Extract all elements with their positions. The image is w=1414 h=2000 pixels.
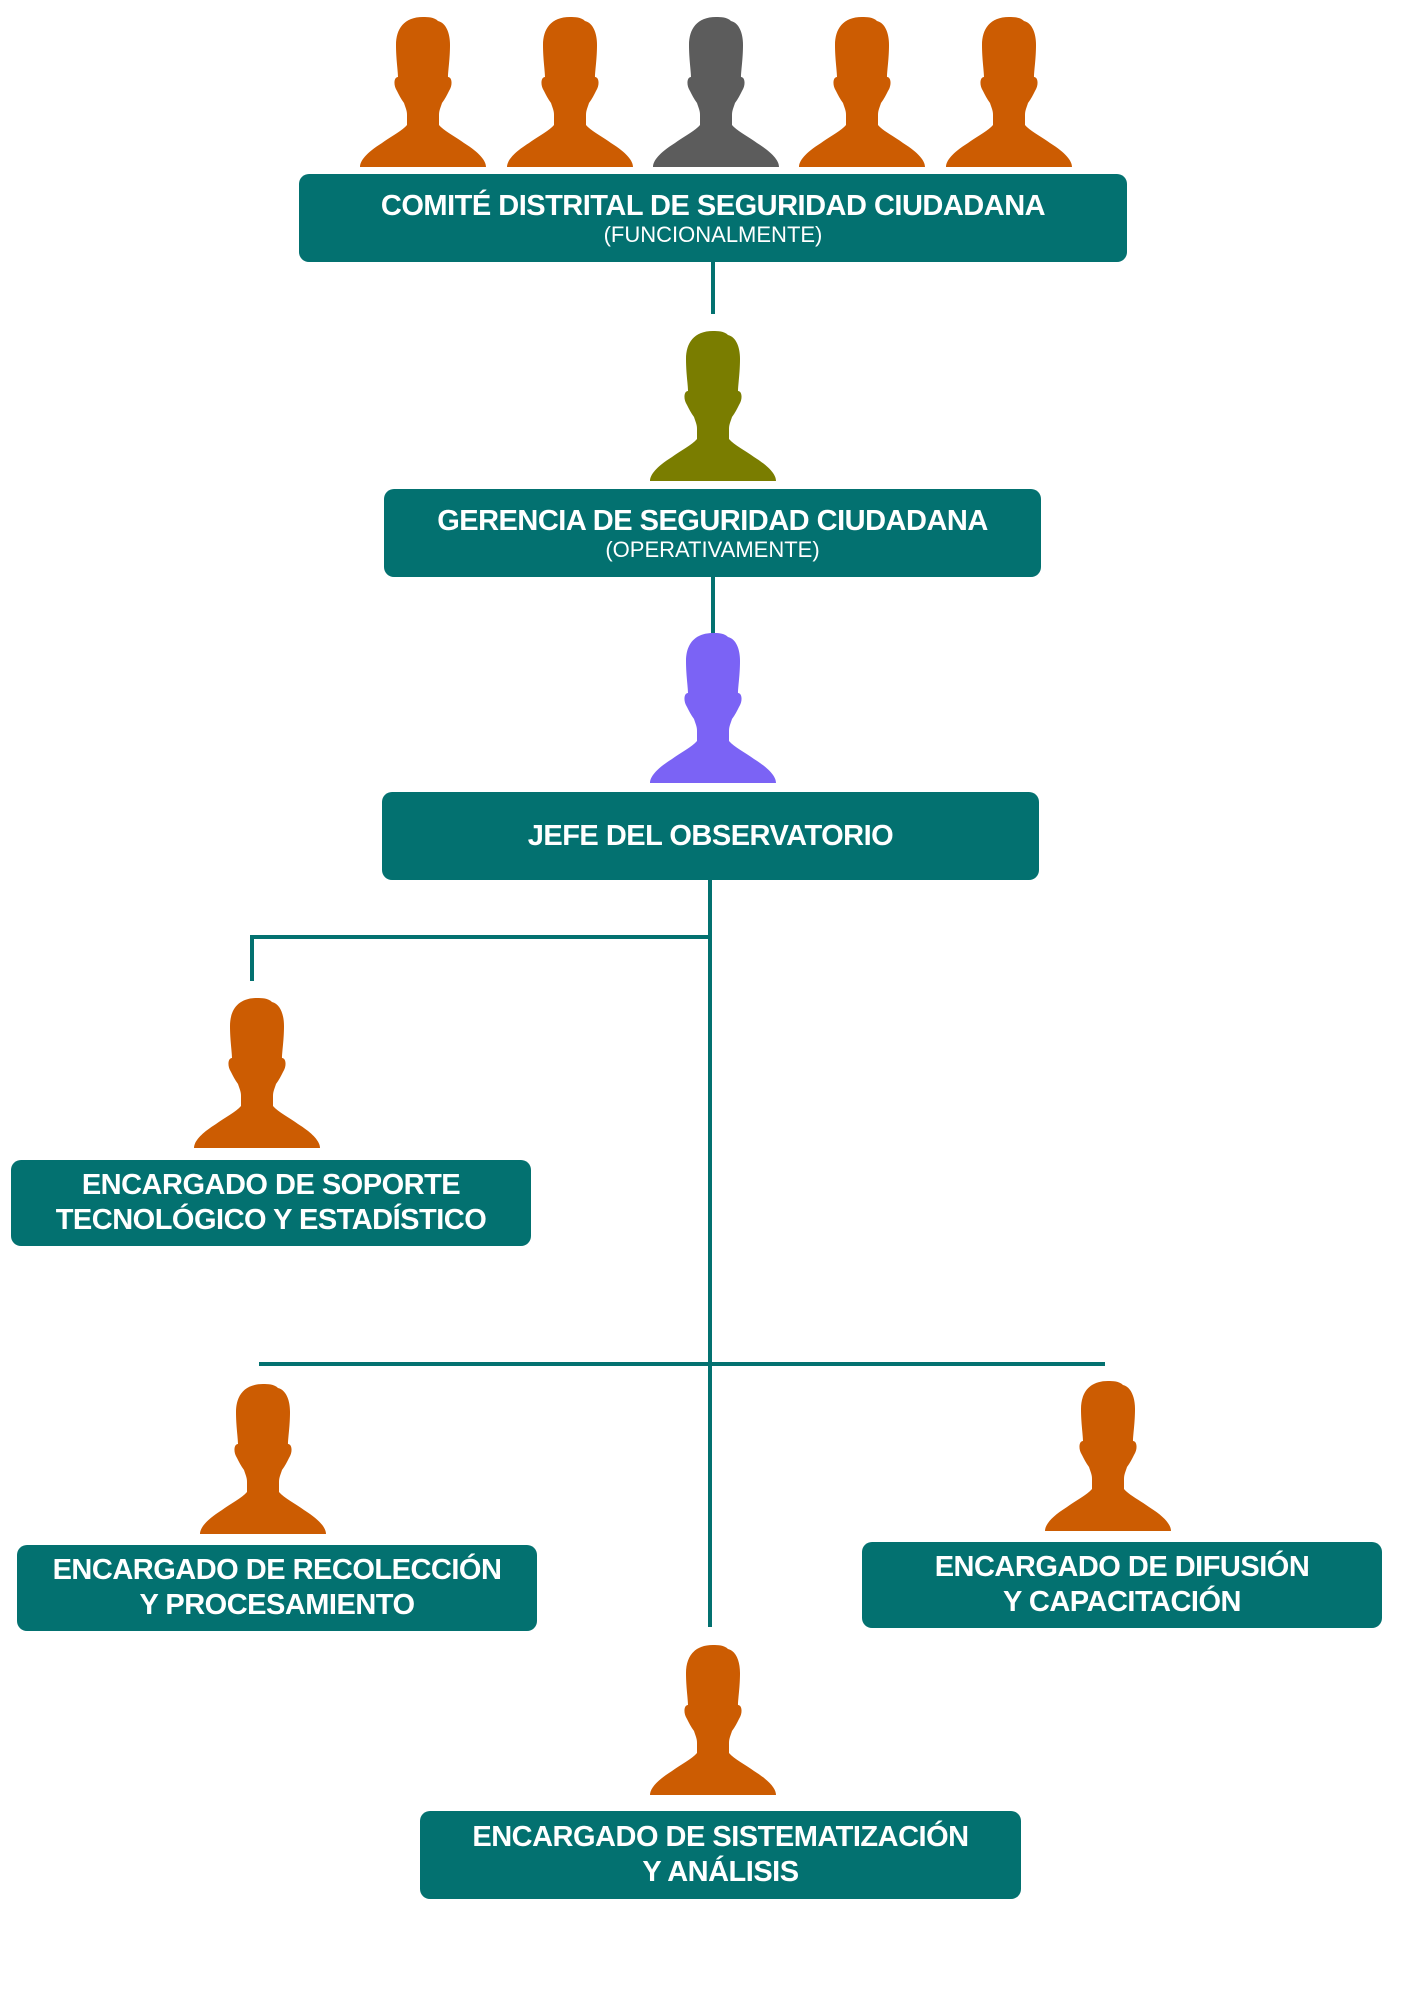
connector-line bbox=[711, 577, 715, 633]
branch-line bbox=[259, 1362, 1105, 1366]
person-icon-committee-5 bbox=[938, 15, 1080, 167]
person-icon-committee-3 bbox=[645, 15, 787, 167]
person-icon-difusion bbox=[1037, 1379, 1179, 1531]
jefe-title: JEFE DEL OBSERVATORIO bbox=[527, 819, 894, 852]
difusion-line2: Y CAPACITACIÓN bbox=[1003, 1586, 1241, 1618]
person-icon-committee-2 bbox=[499, 15, 641, 167]
person-icon-recoleccion bbox=[192, 1382, 334, 1534]
person-icon-sistematizacion bbox=[642, 1643, 784, 1795]
recoleccion-box: ENCARGADO DE RECOLECCIÓN Y PROCESAMIENTO bbox=[17, 1545, 537, 1631]
sistematizacion-line2: Y ANÁLISIS bbox=[642, 1856, 799, 1888]
sistematizacion-line1: ENCARGADO DE SISTEMATIZACIÓN bbox=[472, 1821, 969, 1854]
person-icon-gerencia bbox=[642, 329, 784, 481]
soporte-box: ENCARGADO DE SOPORTE TECNOLÓGICO Y ESTAD… bbox=[11, 1160, 531, 1246]
recoleccion-line1: ENCARGADO DE RECOLECCIÓN bbox=[52, 1554, 502, 1587]
person-icon-soporte bbox=[186, 996, 328, 1148]
person-icon-committee-1 bbox=[352, 15, 494, 167]
committee-subtitle: (FUNCIONALMENTE) bbox=[603, 222, 823, 248]
committee-title: COMITÉ DISTRITAL DE SEGURIDAD CIUDADANA bbox=[380, 189, 1046, 222]
gerencia-box: GERENCIA DE SEGURIDAD CIUDADANA (OPERATI… bbox=[384, 489, 1041, 577]
difusion-line1: ENCARGADO DE DIFUSIÓN bbox=[934, 1551, 1310, 1584]
sistematizacion-box: ENCARGADO DE SISTEMATIZACIÓN Y ANÁLISIS bbox=[420, 1811, 1021, 1899]
branch-line bbox=[250, 935, 254, 981]
person-icon-committee-4 bbox=[791, 15, 933, 167]
person-icon-jefe bbox=[642, 631, 784, 783]
gerencia-subtitle: (OPERATIVAMENTE) bbox=[605, 537, 820, 563]
soporte-line2: TECNOLÓGICO Y ESTADÍSTICO bbox=[55, 1204, 487, 1236]
committee-box: COMITÉ DISTRITAL DE SEGURIDAD CIUDADANA … bbox=[299, 174, 1127, 262]
trunk-line bbox=[708, 880, 712, 1627]
difusion-box: ENCARGADO DE DIFUSIÓN Y CAPACITACIÓN bbox=[862, 1542, 1382, 1628]
recoleccion-line2: Y PROCESAMIENTO bbox=[139, 1589, 415, 1621]
soporte-line1: ENCARGADO DE SOPORTE bbox=[81, 1169, 461, 1202]
branch-line bbox=[250, 935, 712, 939]
gerencia-title: GERENCIA DE SEGURIDAD CIUDADANA bbox=[437, 504, 988, 537]
jefe-box: JEFE DEL OBSERVATORIO bbox=[382, 792, 1039, 880]
connector-line bbox=[711, 262, 715, 314]
